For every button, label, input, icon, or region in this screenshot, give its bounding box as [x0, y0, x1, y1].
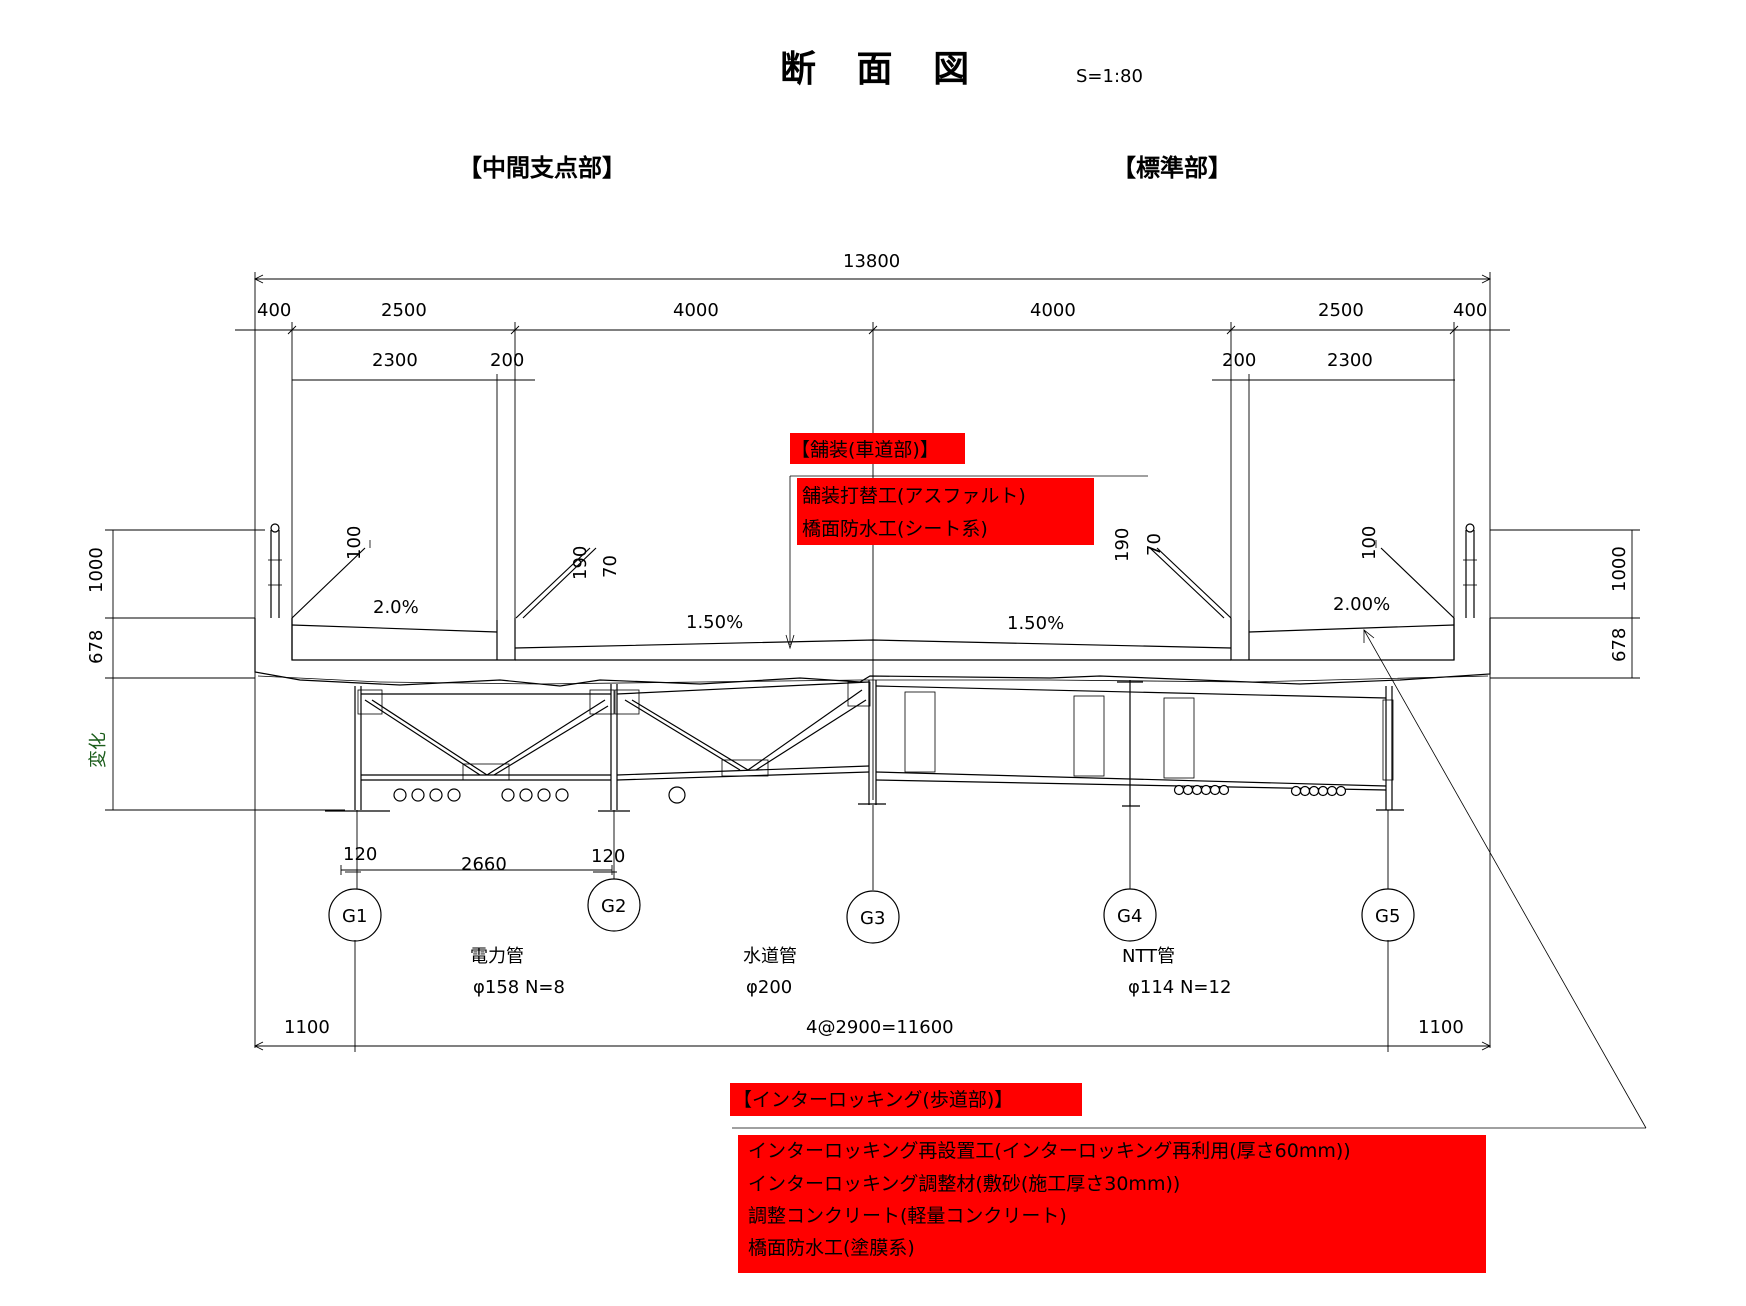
slope-road-left: 1.50%	[686, 612, 743, 633]
interlocking-line-4: 橋面防水工(塗膜系)	[748, 1236, 915, 1259]
dim-bottom-center: 4@2900=11600	[806, 1017, 954, 1038]
interlocking-line-1: インターロッキング再設置工(インターロッキング再利用(厚さ60mm))	[748, 1140, 1351, 1162]
dim-girder-left: 120	[343, 844, 377, 865]
dim-h190-right: 190	[1112, 528, 1133, 562]
dim-vert-left-1000: 1000	[86, 547, 107, 593]
slope-sidewalk-right: 2.00%	[1333, 594, 1390, 615]
dim-h100-right: 100	[1359, 526, 1380, 560]
girder-label-g1: G1	[342, 906, 367, 927]
interlocking-callout	[730, 629, 1647, 1273]
utility-spec-water: φ200	[746, 977, 792, 998]
dim-girder-right: 120	[591, 846, 625, 867]
interlocking-line-3: 調整コンクリート(軽量コンクリート)	[748, 1205, 1067, 1227]
utility-name-power: 電力管	[470, 946, 524, 967]
dim-sub-left-2: 200	[490, 350, 524, 371]
dim-top-1: 400	[257, 300, 291, 321]
slope-sidewalk-left: 2.0%	[373, 597, 419, 618]
dim-top-5: 2500	[1318, 300, 1364, 321]
dim-h70-right: 70	[1144, 533, 1165, 556]
utility-name-water: 水道管	[743, 946, 797, 967]
dim-h190-left: 190	[570, 546, 591, 580]
interlocking-line-2: インターロッキング調整材(敷砂(施工厚さ30mm))	[748, 1173, 1180, 1195]
dim-vert-left-678: 678	[86, 630, 107, 664]
girder-label-g5: G5	[1375, 906, 1400, 927]
dim-h100-left: 100	[344, 526, 365, 560]
section-label-right: 【標準部】	[1112, 154, 1232, 182]
pavement-line-2: 橋面防水工(シート系)	[802, 518, 988, 540]
dim-girder-span: 2660	[461, 854, 507, 875]
pavement-header: 【舗装(車道部)】	[791, 439, 939, 461]
drawing-scale: S=1:80	[1076, 66, 1143, 87]
dim-total: 13800	[843, 251, 900, 272]
girder-label-g3: G3	[860, 908, 885, 929]
girder-bubbles	[328, 805, 1415, 944]
girder-system	[325, 680, 1404, 812]
deck-slab	[254, 523, 1491, 687]
dim-sub-left-1: 2300	[372, 350, 418, 371]
dim-bottom-left: 1100	[284, 1017, 330, 1038]
dim-vert-right-678: 678	[1609, 628, 1630, 662]
girder-label-g2: G2	[601, 896, 626, 917]
pavement-callout	[785, 433, 1148, 650]
girder-gap-dims	[340, 865, 617, 875]
dim-vert-left-var: 変化	[88, 732, 109, 768]
dim-top-4: 4000	[1030, 300, 1076, 321]
section-label-left: 【中間支点部】	[458, 154, 626, 182]
drawing-title: 断 面 図	[780, 49, 983, 90]
dim-top-3: 4000	[673, 300, 719, 321]
dim-sub-right-1: 200	[1222, 350, 1256, 371]
slope-road-right: 1.50%	[1007, 613, 1064, 634]
dim-bottom-right: 1100	[1418, 1017, 1464, 1038]
utility-pipes	[393, 784, 1347, 804]
dim-top-6: 400	[1453, 300, 1487, 321]
dim-h70-left: 70	[600, 555, 621, 578]
pavement-line-1: 舗装打替工(アスファルト)	[802, 485, 1026, 507]
dim-sub-right-2: 2300	[1327, 350, 1373, 371]
utility-name-ntt: NTT管	[1122, 946, 1175, 967]
girder-label-g4: G4	[1117, 906, 1142, 927]
dim-top-2: 2500	[381, 300, 427, 321]
utility-spec-ntt: φ114 N=12	[1128, 977, 1231, 998]
top-dimensions	[235, 272, 1510, 1048]
utility-spec-power: φ158 N=8	[473, 977, 565, 998]
dim-vert-right-1000: 1000	[1609, 546, 1630, 592]
bottom-dimensions	[253, 940, 1492, 1052]
vertical-dimensions	[105, 529, 1640, 811]
interlocking-header: 【インターロッキング(歩道部)】	[733, 1089, 1013, 1111]
